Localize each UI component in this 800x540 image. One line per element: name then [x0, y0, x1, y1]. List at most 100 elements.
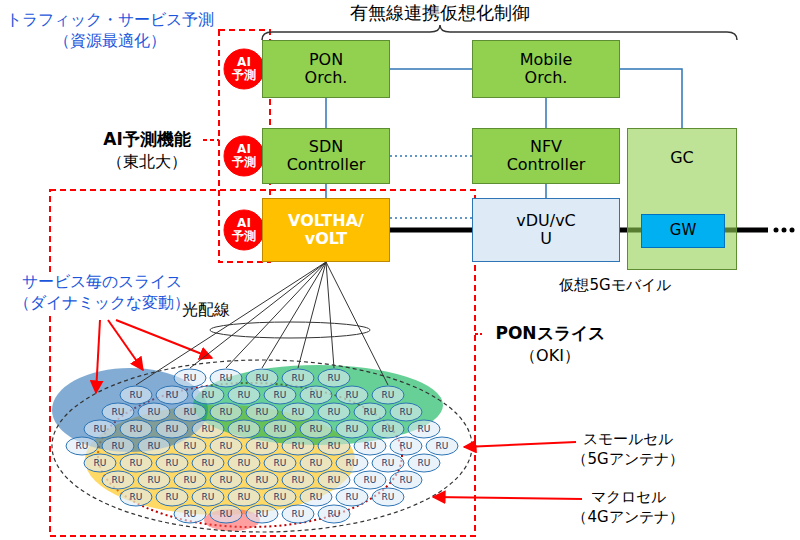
node-text: RU	[292, 373, 305, 383]
radio-unit: RU	[389, 436, 423, 456]
node-text: RU	[256, 475, 269, 485]
ellipse-outline	[264, 420, 296, 438]
node-text: RU	[382, 390, 395, 400]
radio-unit: RU	[299, 487, 333, 507]
node-text: RU	[328, 509, 341, 519]
link-line	[545, 184, 547, 198]
ellipse-outline	[390, 403, 422, 421]
node-text: NFV Controller	[507, 138, 586, 175]
ellipse-outline	[210, 505, 242, 523]
node-text: RU	[328, 475, 341, 485]
controller-box: NFV Controller	[472, 128, 620, 184]
ellipse-outline	[336, 420, 368, 438]
node-text: AI 予測	[232, 143, 256, 169]
ellipse-outline	[354, 471, 386, 489]
ellipse-outline	[210, 471, 242, 489]
radio-unit: RU	[353, 402, 387, 422]
node-text: RU	[292, 407, 305, 417]
radio-unit: RU	[173, 504, 207, 524]
ellipse-outline	[282, 403, 314, 421]
radio-unit: RU	[335, 385, 369, 405]
radio-unit: RU	[371, 453, 405, 473]
ellipse-outline	[372, 454, 404, 472]
radio-unit: RU	[353, 436, 387, 456]
radio-unit: RU	[281, 402, 315, 422]
ellipse-outline	[246, 403, 278, 421]
ellipse-outline	[138, 471, 170, 489]
radio-unit: RU	[281, 436, 315, 456]
ellipse-outline	[210, 403, 242, 421]
node-text: RU	[184, 407, 197, 417]
radio-unit: RU	[425, 436, 459, 456]
radio-unit: RU	[245, 402, 279, 422]
radio-unit: RU	[263, 453, 297, 473]
node-text: RU	[382, 458, 395, 468]
node-text: RU	[436, 441, 449, 451]
radio-unit: RU	[317, 402, 351, 422]
ellipse-outline	[282, 505, 314, 523]
node-text: RU	[346, 492, 359, 502]
radio-unit: RU	[83, 453, 117, 473]
ellipse-outline	[192, 454, 224, 472]
leader-line	[475, 333, 482, 335]
node-text: RU	[238, 424, 251, 434]
radio-unit: RU	[173, 470, 207, 490]
node-text: RU	[76, 441, 89, 451]
radio-unit: RU	[263, 419, 297, 439]
node-text: RU	[238, 492, 251, 502]
radio-unit: RU	[299, 453, 333, 473]
radio-unit: RU	[227, 385, 261, 405]
node-text: RU	[400, 407, 413, 417]
core-box: GCGW	[627, 128, 737, 270]
node-text: RU	[328, 373, 341, 383]
radio-unit: RU	[245, 470, 279, 490]
radio-unit: RU	[353, 470, 387, 490]
node-text: RU	[256, 373, 269, 383]
node-text: RU	[112, 441, 125, 451]
radio-unit: RU	[317, 436, 351, 456]
radio-unit: RU	[65, 436, 99, 456]
radio-unit: RU	[137, 436, 171, 456]
ellipse-outline	[66, 437, 98, 455]
ai-circle: AI 予測	[223, 135, 265, 177]
node-text: RU	[94, 424, 107, 434]
node-text: RU	[148, 475, 161, 485]
ellipse-outline	[264, 488, 296, 506]
radio-unit: RU	[317, 504, 351, 524]
ellipse-outline	[390, 471, 422, 489]
continuation-dot	[790, 228, 795, 233]
radio-unit: RU	[101, 402, 135, 422]
owner-label: （OKI）	[480, 346, 620, 367]
node-text: RU	[220, 441, 233, 451]
node-text: RU	[238, 458, 251, 468]
radio-unit: RU	[281, 368, 315, 388]
ellipse-outline	[120, 386, 152, 404]
region-label: PONスライス	[480, 322, 620, 344]
leader-line	[203, 139, 219, 141]
radio-unit: RU	[389, 402, 423, 422]
link-line	[620, 69, 682, 128]
fiber-ring	[210, 322, 370, 338]
radio-unit: RU	[209, 504, 243, 524]
radio-unit: RU	[101, 470, 135, 490]
node-text: RU	[310, 424, 323, 434]
radio-unit: RU	[281, 470, 315, 490]
radio-unit: RU	[335, 419, 369, 439]
ellipse-outline	[120, 488, 152, 506]
node-text: RU	[346, 458, 359, 468]
fiber-line	[262, 262, 326, 368]
ellipse-outline	[210, 437, 242, 455]
link-line	[325, 184, 327, 198]
node-text: RU	[274, 424, 287, 434]
circle-outline	[224, 49, 264, 89]
radio-unit: RU	[191, 453, 225, 473]
node-text: GC	[670, 149, 694, 167]
pointer-arrow	[116, 320, 212, 358]
ellipse-outline	[318, 437, 350, 455]
node-text: RU	[220, 475, 233, 485]
radio-unit: RU	[119, 487, 153, 507]
node-text: RU	[130, 424, 143, 434]
node-text: RU	[364, 475, 377, 485]
node-text: RU	[166, 390, 179, 400]
radio-unit: RU	[407, 419, 441, 439]
